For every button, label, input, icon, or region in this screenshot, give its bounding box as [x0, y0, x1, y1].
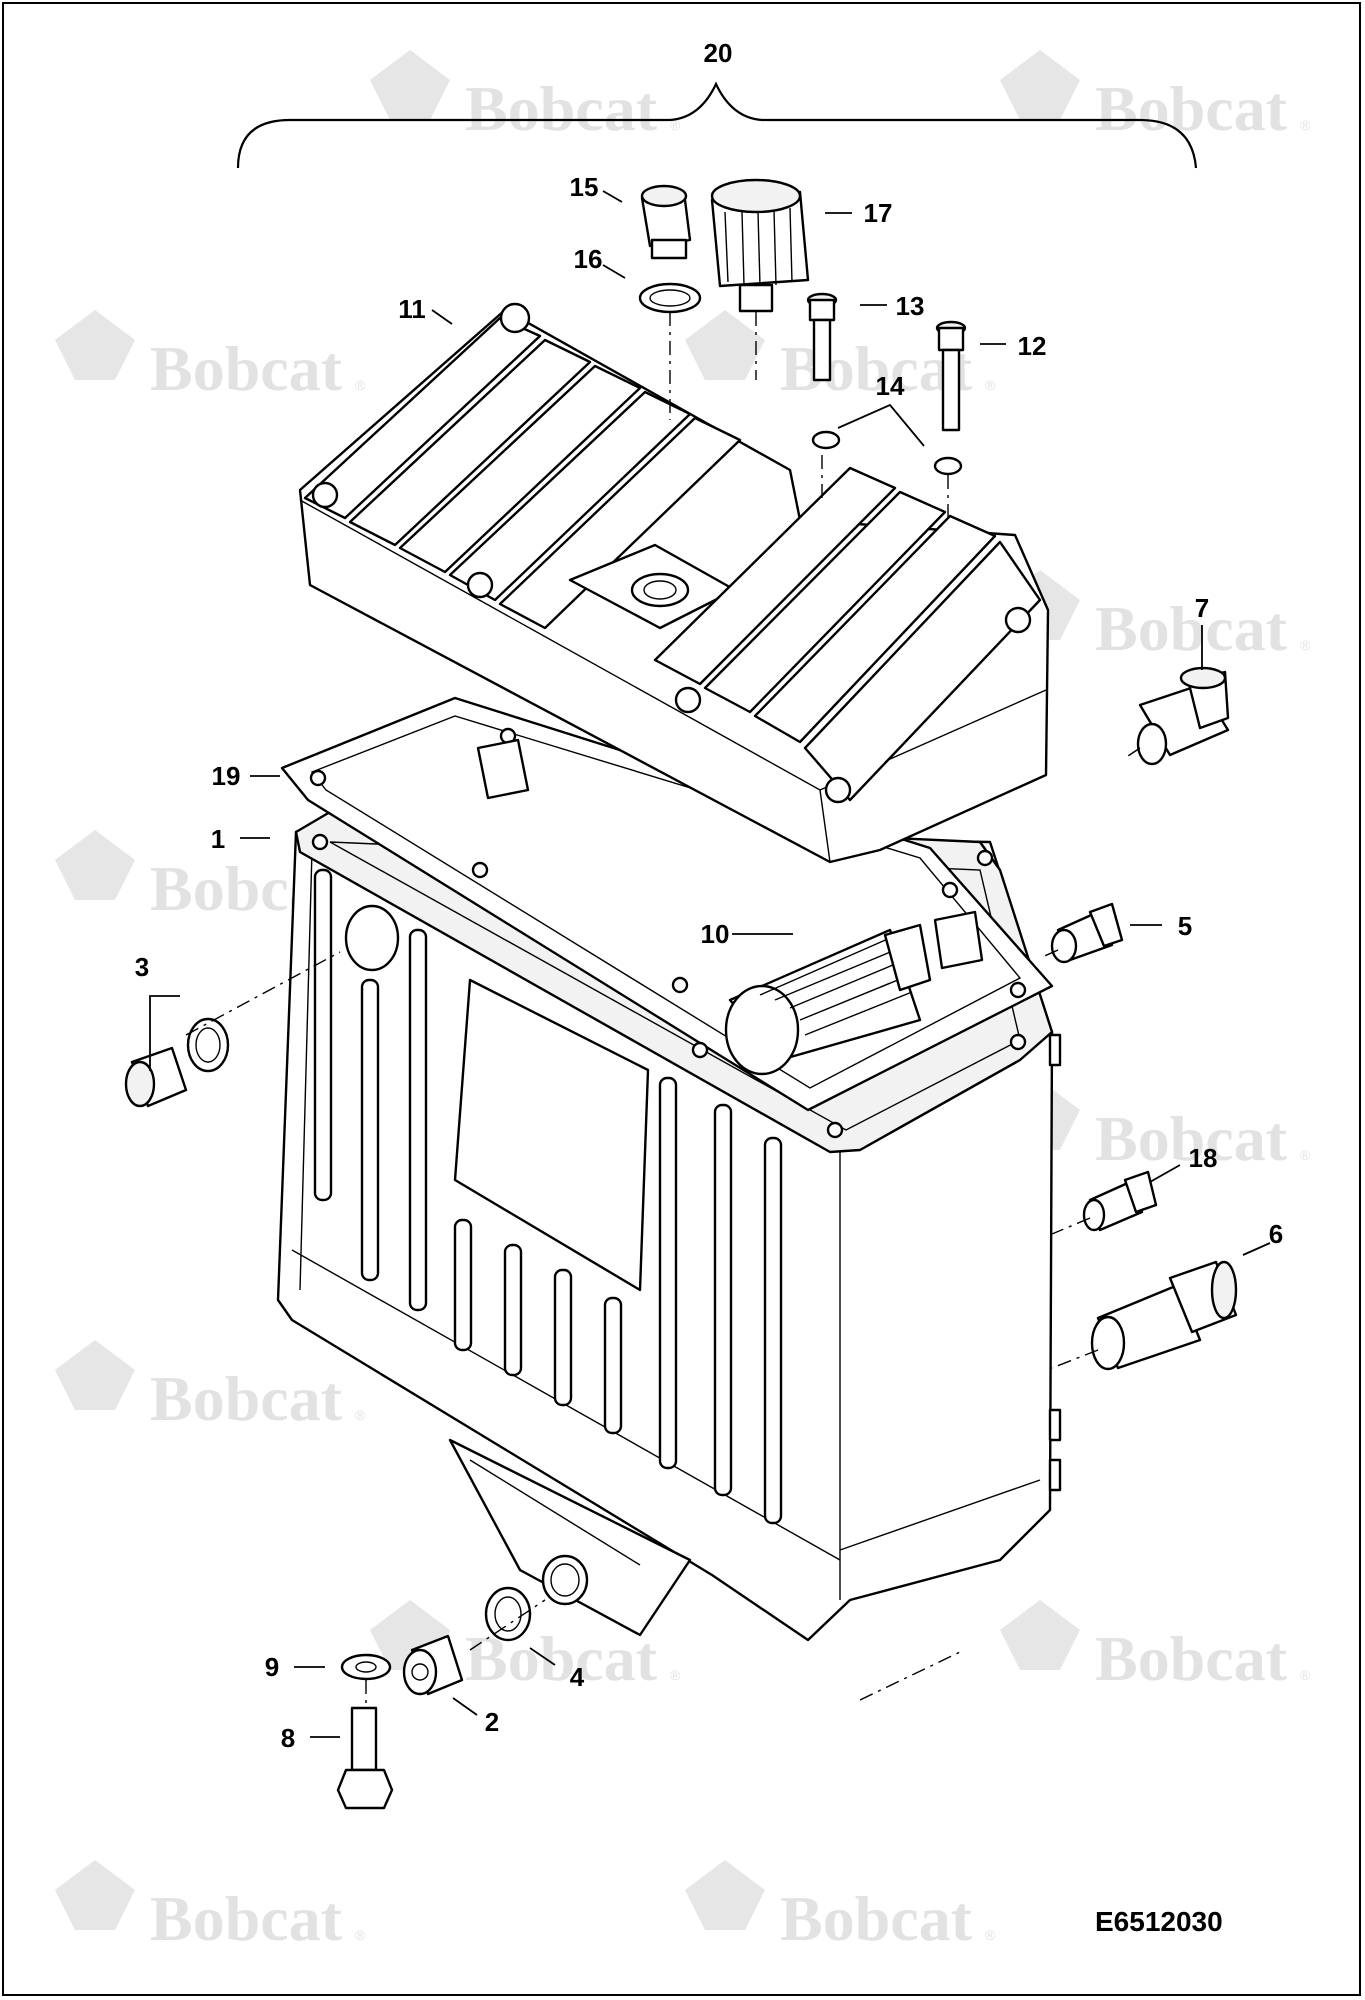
- watermark-mark: ®: [670, 1667, 681, 1683]
- watermark: Bobcat ®: [1000, 1600, 1311, 1694]
- callout-20: 20: [704, 38, 733, 68]
- watermark-mark: ®: [1300, 1667, 1311, 1683]
- callout-5: 5: [1178, 911, 1192, 941]
- assembly-brace: [236, 81, 1198, 169]
- watermark: Bobcat ®: [1000, 50, 1311, 144]
- callout-10: 10: [701, 919, 730, 949]
- watermark-text: Bobcat: [780, 1883, 973, 1954]
- drawing-code: E6512030: [1095, 1906, 1223, 1937]
- callout-4: 4: [570, 1662, 585, 1692]
- elbow-fitting: [1136, 666, 1230, 766]
- watermark-mark: ®: [985, 1927, 996, 1943]
- watermark-mark: ®: [1300, 1147, 1311, 1163]
- callout-7: 7: [1195, 593, 1209, 623]
- watermark-mark: ®: [1300, 117, 1311, 133]
- callout-11: 11: [398, 294, 426, 324]
- leader-lines: [149, 190, 1271, 1738]
- side-plug: [124, 1046, 188, 1108]
- watermark-mark: ®: [355, 1407, 366, 1423]
- watermark-text: Bobcat: [1095, 73, 1288, 144]
- temperature-sensor: [1082, 1170, 1158, 1232]
- watermark-text: Bobcat: [150, 1363, 343, 1434]
- callout-17: 17: [864, 198, 893, 228]
- callout-9: 9: [265, 1652, 279, 1682]
- bolt-long: [935, 320, 967, 432]
- o-ring: [484, 1586, 532, 1642]
- callout-16: 16: [574, 244, 603, 274]
- watermark-text: Bobcat: [150, 1883, 343, 1954]
- straight-fitting: [1050, 902, 1124, 964]
- callout-14: 14: [876, 371, 905, 401]
- watermark-mark: ®: [1300, 637, 1311, 653]
- o-ring: [638, 282, 702, 314]
- callout-8: 8: [281, 1723, 295, 1753]
- callout-13: 13: [896, 291, 925, 321]
- watermark: Bobcat ®: [370, 50, 681, 144]
- callout-1: 1: [211, 824, 225, 854]
- watermark-mark: ®: [355, 377, 366, 393]
- watermark-mark: ®: [670, 117, 681, 133]
- callout-labels: 20 15 17 16 11 13 12 14 7 19 1 10 5 3 18…: [135, 38, 1283, 1753]
- watermark-mark: ®: [355, 1927, 366, 1943]
- callout-18: 18: [1189, 1143, 1218, 1173]
- washer: [933, 456, 963, 476]
- breather-cap: [710, 178, 810, 313]
- drain-washer: [340, 1653, 392, 1681]
- watermark-text: Bobcat: [1095, 1623, 1288, 1694]
- callout-12: 12: [1018, 331, 1047, 361]
- callout-6: 6: [1269, 1219, 1283, 1249]
- filter-element: [724, 923, 932, 1076]
- watermark: Bobcat ®: [55, 1340, 366, 1434]
- drain-plug: [402, 1634, 464, 1696]
- bolt-short: [806, 292, 838, 382]
- watermark-mark: ®: [985, 377, 996, 393]
- watermark-text: Bobcat: [150, 333, 343, 404]
- watermark: Bobcat ®: [685, 1860, 996, 1954]
- watermark-text: Bobcat: [465, 73, 658, 144]
- watermark: Bobcat ®: [55, 1860, 366, 1954]
- tank-cover: [298, 302, 1050, 864]
- drain-bolt: [336, 1706, 394, 1810]
- watermark-text: Bobcat: [1095, 1103, 1288, 1174]
- callout-3: 3: [135, 952, 149, 982]
- callout-15: 15: [570, 172, 599, 202]
- washer: [811, 430, 841, 450]
- watermark: Bobcat ®: [55, 310, 366, 404]
- callout-2: 2: [485, 1707, 499, 1737]
- watermark-text: Bobcat: [1095, 593, 1288, 664]
- level-switch: [1090, 1260, 1238, 1371]
- callout-19: 19: [212, 761, 241, 791]
- alignment-lines: [185, 312, 1141, 1705]
- o-ring: [186, 1017, 230, 1073]
- fill-plug: [640, 184, 692, 260]
